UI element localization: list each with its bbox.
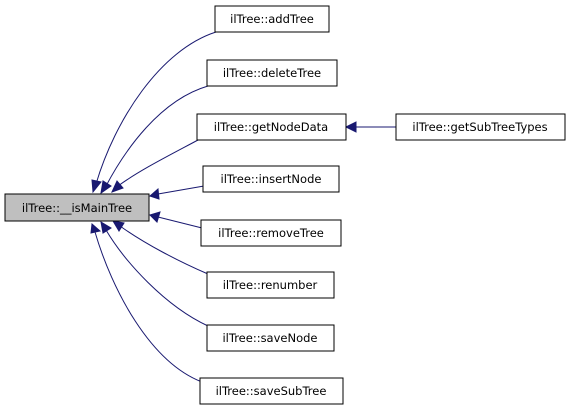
edge-deletetree-to-root [105, 85, 209, 187]
node-renumber[interactable]: ilTree::renumber [206, 271, 335, 299]
edge-getnodedata-arrow [111, 180, 124, 193]
node-removetree-box [200, 219, 342, 247]
edge-removetree-to-root [157, 216, 203, 229]
node-getsubtreetypes-label: ilTree::getSubTreeTypes [412, 120, 547, 134]
node-getnodedata[interactable]: ilTree::getNodeData [196, 113, 347, 141]
node-savesubtree-label: ilTree::saveSubTree [216, 384, 327, 398]
node-savenode[interactable]: ilTree::saveNode [206, 324, 335, 352]
node-getnodedata-box [196, 113, 347, 141]
node-deletetree-box [206, 59, 338, 87]
node-savesubtree[interactable]: ilTree::saveSubTree [199, 377, 344, 405]
node-savesubtree-box [199, 377, 344, 405]
node-addtree[interactable]: ilTree::addTree [214, 5, 330, 33]
node-savenode-label: ilTree::saveNode [222, 331, 317, 345]
edge-getsubtreetypes-arrow [344, 121, 357, 133]
edge-savesubtree-to-root [94, 231, 203, 383]
edge-addtree-arrow [91, 179, 102, 194]
node-root-label: ilTree::__isMainTree [22, 201, 132, 215]
edge-deletetree-arrow [100, 180, 112, 195]
node-addtree-label: ilTree::addTree [230, 12, 314, 26]
node-root[interactable]: ilTree::__isMainTree [4, 193, 150, 222]
node-removetree[interactable]: ilTree::removeTree [200, 219, 342, 247]
node-getnodedata-label: ilTree::getNodeData [214, 120, 328, 134]
node-root-box [4, 193, 150, 222]
node-getsubtreetypes[interactable]: ilTree::getSubTreeTypes [395, 113, 566, 141]
edge-insertnode-to-root [157, 185, 205, 195]
node-insertnode-label: ilTree::insertNode [221, 172, 322, 186]
node-insertnode-box [202, 165, 340, 193]
edge-getnodedata-to-root [117, 139, 199, 187]
node-deletetree-label: ilTree::deleteTree [223, 66, 321, 80]
edge-removetree-arrow [149, 211, 161, 223]
node-deletetree[interactable]: ilTree::deleteTree [206, 59, 338, 87]
edge-savenode-arrow [100, 221, 112, 234]
edge-savenode-to-root [105, 229, 209, 327]
node-savenode-box [206, 324, 335, 352]
edge-renumber-arrow [112, 220, 125, 232]
edge-renumber-to-root [119, 225, 209, 275]
node-renumber-box [206, 271, 335, 299]
node-removetree-label: ilTree::removeTree [218, 226, 324, 240]
edge-addtree-to-root [95, 31, 217, 185]
node-getsubtreetypes-box [395, 113, 566, 141]
node-renumber-label: ilTree::renumber [223, 278, 318, 292]
node-insertnode[interactable]: ilTree::insertNode [202, 165, 340, 193]
node-addtree-box [214, 5, 330, 33]
edge-insertnode-arrow [149, 187, 160, 200]
edge-savesubtree-arrow [90, 222, 102, 234]
